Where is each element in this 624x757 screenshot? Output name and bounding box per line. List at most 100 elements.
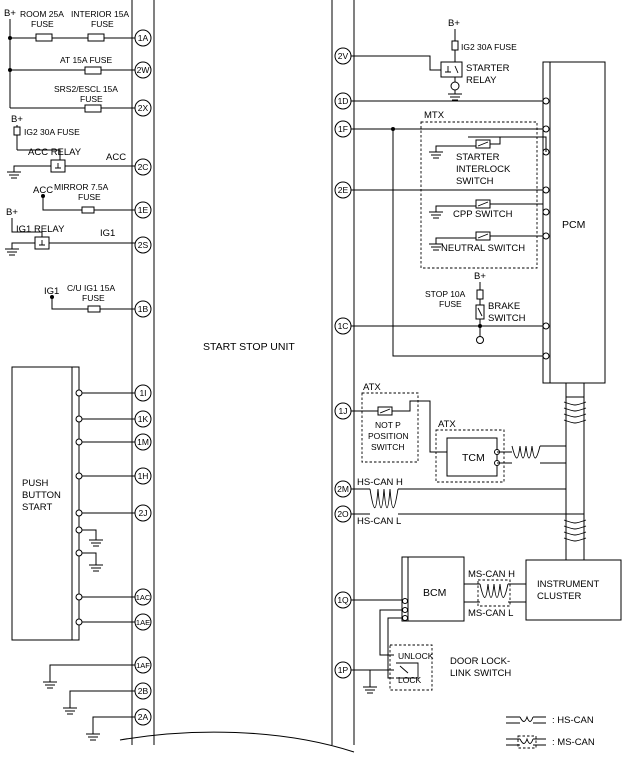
pin-2a: 2A (134, 708, 152, 726)
at-fuse-icon (84, 66, 102, 75)
svg-text:1M: 1M (137, 437, 149, 447)
svg-text:2W: 2W (137, 65, 150, 75)
pin-1q: 1Q (334, 591, 352, 609)
pin-2c: 2C (134, 158, 152, 176)
pin-1i: 1I (134, 384, 152, 402)
svg-text:1H: 1H (138, 471, 149, 481)
neutral-switch-label: NEUTRAL SWITCH (441, 243, 525, 254)
pin-1m: 1M (134, 433, 152, 451)
tcm-section: ATX TCM (435, 419, 566, 483)
svg-text:1AF: 1AF (136, 661, 150, 670)
svg-text:2C: 2C (138, 162, 149, 172)
legend-hs-can-label: : HS-CAN (552, 715, 594, 726)
door-lock-link-switch: UNLOCK LOCK DOOR LOCK-LINK SWITCH (351, 644, 511, 694)
pin-1a: 1A (134, 29, 152, 47)
acc-out-label: ACC (106, 152, 126, 163)
ground-icon (89, 539, 103, 547)
lock-label: LOCK (398, 675, 421, 685)
pin-1ae: 1AE (134, 613, 152, 631)
ground-icon (63, 707, 77, 715)
pin-1j: 1J (334, 402, 352, 420)
pcm-label: PCM (562, 219, 585, 231)
legend: : HS-CAN : MS-CAN (506, 715, 595, 749)
ms-can-twisted-pair (479, 583, 509, 598)
ig2-fuse-left-icon (13, 126, 21, 136)
pin-2s: 2S (134, 236, 152, 254)
pin-1p: 1P (334, 661, 352, 679)
b-plus-label-5: B+ (474, 271, 486, 282)
ground-icon (429, 151, 443, 159)
start-stop-unit: START STOP UNIT (119, 0, 355, 753)
pin-2w: 2W (134, 61, 152, 79)
svg-text:2J: 2J (139, 508, 148, 518)
ground-icon (448, 93, 462, 101)
svg-text:2O: 2O (337, 509, 349, 519)
pin-2x: 2X (134, 99, 152, 117)
pin-1ac: 1AC (134, 588, 152, 606)
unlock-label: UNLOCK (398, 651, 434, 661)
pin-2v: 2V (334, 47, 352, 65)
hs-can-bus: HS-CAN H HS-CAN L (351, 397, 587, 560)
tcm-label: TCM (462, 452, 485, 464)
ig2-fuse-right-icon (451, 40, 459, 51)
svg-text:2S: 2S (138, 240, 149, 250)
b-plus-label-3: B+ (6, 207, 18, 218)
ms-can-h-label: MS-CAN H (468, 569, 515, 580)
svg-text:1I: 1I (139, 388, 146, 398)
svg-text:2E: 2E (338, 185, 349, 195)
svg-text:1P: 1P (338, 665, 349, 675)
pin-2b: 2B (134, 682, 152, 700)
svg-text:2M: 2M (337, 484, 349, 494)
legend-ms-can-label: : MS-CAN (552, 737, 595, 748)
bcm-label: BCM (423, 587, 446, 599)
srs-fuse-icon (84, 104, 102, 113)
mirror-fuse-icon (81, 206, 95, 214)
svg-text:2V: 2V (338, 51, 349, 61)
ig1-in-label: IG1 (44, 286, 59, 297)
left-grounds (43, 664, 135, 741)
starter-motor-icon (450, 81, 460, 91)
svg-text:1D: 1D (338, 96, 349, 106)
atx-label-1: ATX (363, 382, 381, 393)
svg-text:2B: 2B (138, 686, 149, 696)
pin-1k: 1K (134, 410, 152, 428)
ground-icon (89, 564, 103, 572)
svg-text:1Q: 1Q (337, 595, 349, 605)
ssu-twisted-pair (369, 488, 399, 509)
bcm: BCM MS-CAN H MS-CAN L (351, 556, 526, 679)
svg-text:1C: 1C (338, 321, 349, 331)
pin-1b: 1B (134, 300, 152, 318)
pin-2j: 2J (134, 504, 152, 522)
pin-1f: 1F (334, 120, 352, 138)
pcm-connector (565, 382, 585, 398)
ground-icon (429, 243, 443, 251)
stop-fuse-icon (476, 289, 484, 300)
svg-text:1J: 1J (339, 406, 348, 416)
svg-text:1K: 1K (138, 414, 149, 424)
ig2-fuse-right-label: IG2 30A FUSE (461, 42, 517, 52)
ms-can-l-label: MS-CAN L (468, 608, 513, 619)
room-fuse-icon (35, 33, 53, 42)
tcm-twisted-pair (511, 445, 541, 459)
pin-1e: 1E (134, 201, 152, 219)
ig2-fuse-left-label: IG2 30A FUSE (24, 127, 80, 137)
interior-fuse-icon (87, 33, 105, 42)
svg-text:1B: 1B (138, 304, 149, 314)
svg-text:1E: 1E (138, 205, 149, 215)
start-stop-unit-label: START STOP UNIT (203, 341, 295, 353)
pcm-twisted-pair (563, 401, 587, 424)
hs-can-l-label: HS-CAN L (357, 516, 401, 527)
ground-icon (429, 211, 443, 219)
svg-text:1F: 1F (338, 124, 348, 134)
